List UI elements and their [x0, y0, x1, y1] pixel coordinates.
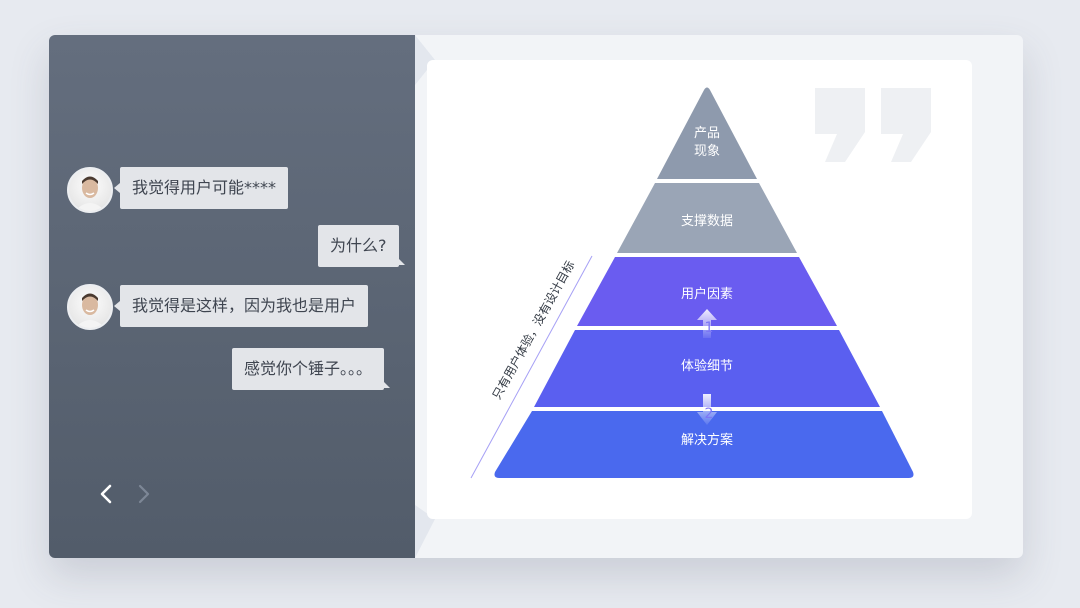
chat-bubble-sent: 为什么? [318, 225, 404, 267]
next-arrow-icon[interactable] [133, 482, 153, 506]
prev-arrow-icon[interactable] [97, 482, 117, 506]
chat-bubble-received: 我觉得用户可能**** [113, 167, 289, 209]
down-arrow-icon [697, 394, 717, 425]
person-avatar-icon [75, 176, 105, 211]
chat-bubble-sent: 感觉你个锤子。。。 [232, 348, 391, 390]
side-line [470, 255, 593, 479]
message-text: 我觉得用户可能**** [132, 178, 277, 197]
pyramid-level-4 [534, 330, 880, 407]
person-avatar-icon [75, 293, 105, 328]
message-text: 我觉得是这样，因为我也是用户 [132, 296, 357, 315]
content-panel: 产品 现象 支撑数据 用户因素 体验细节 解决方案 1 2 只有用户体验，没有设… [427, 60, 972, 519]
chat-bubble-received: 我觉得是这样，因为我也是用户 [113, 285, 369, 327]
avatar [67, 167, 113, 213]
pyramid-level-1-label: 现象 [694, 144, 720, 159]
pyramid-level-5 [494, 411, 914, 478]
message-text: 感觉你个锤子。。。 [244, 359, 373, 378]
pyramid-level-1 [657, 87, 757, 179]
pyramid-level-2 [617, 183, 797, 253]
pyramid-diagram: 产品 现象 支撑数据 用户因素 体验细节 解决方案 1 2 只有用户体验，没有设… [470, 87, 931, 479]
step-marker-1: 1 [705, 320, 714, 336]
step-marker-2: 2 [705, 406, 714, 422]
pyramid-level-4-label: 体验细节 [681, 358, 733, 374]
chat-panel: 我觉得用户可能**** 为什么? 我觉得是这样，因为我也是用户 感觉你个锤子。。… [49, 35, 415, 558]
avatar [67, 284, 113, 330]
message-text: 为什么? [330, 236, 387, 255]
pyramid-level-2-label: 支撑数据 [681, 214, 733, 229]
pyramid-level-3-label: 用户因素 [681, 286, 733, 302]
quote-mark-icon [815, 88, 931, 162]
slide-card: 我觉得用户可能**** 为什么? 我觉得是这样，因为我也是用户 感觉你个锤子。。… [49, 35, 1023, 558]
pyramid-level-1-label: 产品 [694, 126, 720, 141]
up-arrow-icon [697, 309, 717, 338]
pyramid-level-5-label: 解决方案 [681, 432, 733, 448]
pyramid-level-3 [577, 257, 837, 326]
